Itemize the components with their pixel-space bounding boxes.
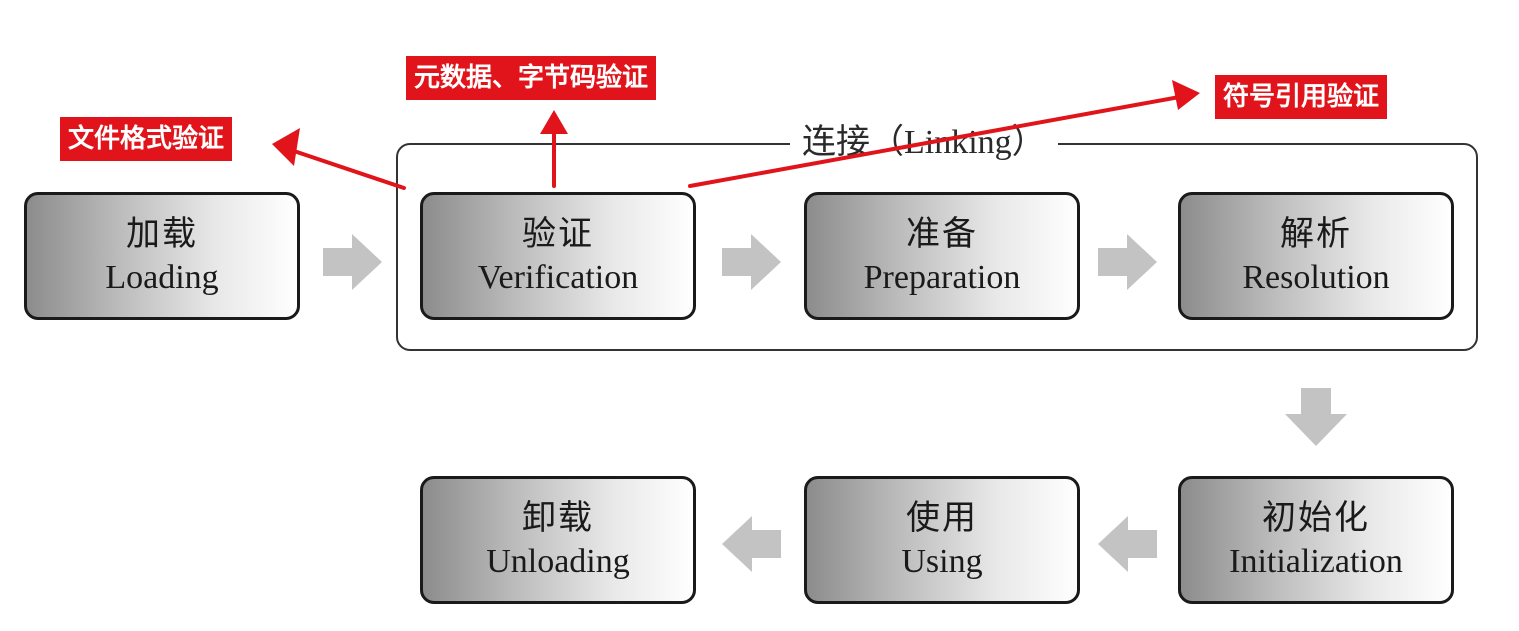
stage-initialization-zh: 初始化 bbox=[1262, 498, 1370, 538]
stage-preparation-en: Preparation bbox=[863, 259, 1021, 296]
stage-resolution: 解析 Resolution bbox=[1178, 192, 1454, 320]
tag-metadata-bytecode-verification: 元数据、字节码验证 bbox=[406, 56, 657, 100]
stage-using-zh: 使用 bbox=[906, 498, 978, 538]
arrow-left-using-to-unloading bbox=[722, 516, 781, 572]
stage-using: 使用 Using bbox=[804, 476, 1080, 604]
arrowhead-file-format bbox=[272, 128, 300, 166]
stage-unloading-zh: 卸载 bbox=[522, 498, 594, 538]
stage-preparation: 准备 Preparation bbox=[804, 192, 1080, 320]
stage-initialization: 初始化 Initialization bbox=[1178, 476, 1454, 604]
flow-arrow-group bbox=[323, 234, 1347, 572]
arrow-right-preparation-to-resolution bbox=[1098, 234, 1157, 290]
stage-initialization-en: Initialization bbox=[1229, 543, 1403, 580]
tag-file-format-verification: 文件格式验证 bbox=[60, 117, 233, 161]
arrow-down-resolution-to-initialization bbox=[1285, 388, 1347, 446]
arrowhead-symbol-reference bbox=[1172, 80, 1200, 110]
stage-loading-en: Loading bbox=[105, 259, 219, 296]
stage-resolution-zh: 解析 bbox=[1280, 214, 1352, 254]
stage-verification-zh: 验证 bbox=[522, 214, 594, 254]
stage-verification-en: Verification bbox=[477, 259, 639, 296]
tag-symbol-reference-verification: 符号引用验证 bbox=[1215, 75, 1388, 119]
annotation-arrow-symbol-reference bbox=[688, 94, 1187, 188]
annotation-arrowheads bbox=[272, 80, 1200, 166]
linking-title-close: ） bbox=[1011, 122, 1046, 162]
stage-using-en: Using bbox=[901, 543, 983, 580]
arrow-left-initialization-to-using bbox=[1098, 516, 1157, 572]
annotation-arrow-file-format bbox=[283, 146, 406, 190]
arrow-right-loading-to-verification bbox=[323, 234, 382, 290]
arrow-right-verification-to-preparation bbox=[722, 234, 781, 290]
arrowhead-metadata-bytecode bbox=[540, 110, 568, 134]
stage-loading: 加载 Loading bbox=[24, 192, 300, 320]
stage-resolution-en: Resolution bbox=[1242, 259, 1390, 296]
stage-preparation-zh: 准备 bbox=[906, 214, 978, 254]
annotation-arrows bbox=[283, 94, 1187, 190]
stage-loading-zh: 加载 bbox=[126, 214, 198, 254]
linking-group-title: 连接（Linking） bbox=[790, 120, 1058, 164]
stage-unloading-en: Unloading bbox=[486, 543, 630, 580]
stage-unloading: 卸载 Unloading bbox=[420, 476, 696, 604]
stage-verification: 验证 Verification bbox=[420, 192, 696, 320]
